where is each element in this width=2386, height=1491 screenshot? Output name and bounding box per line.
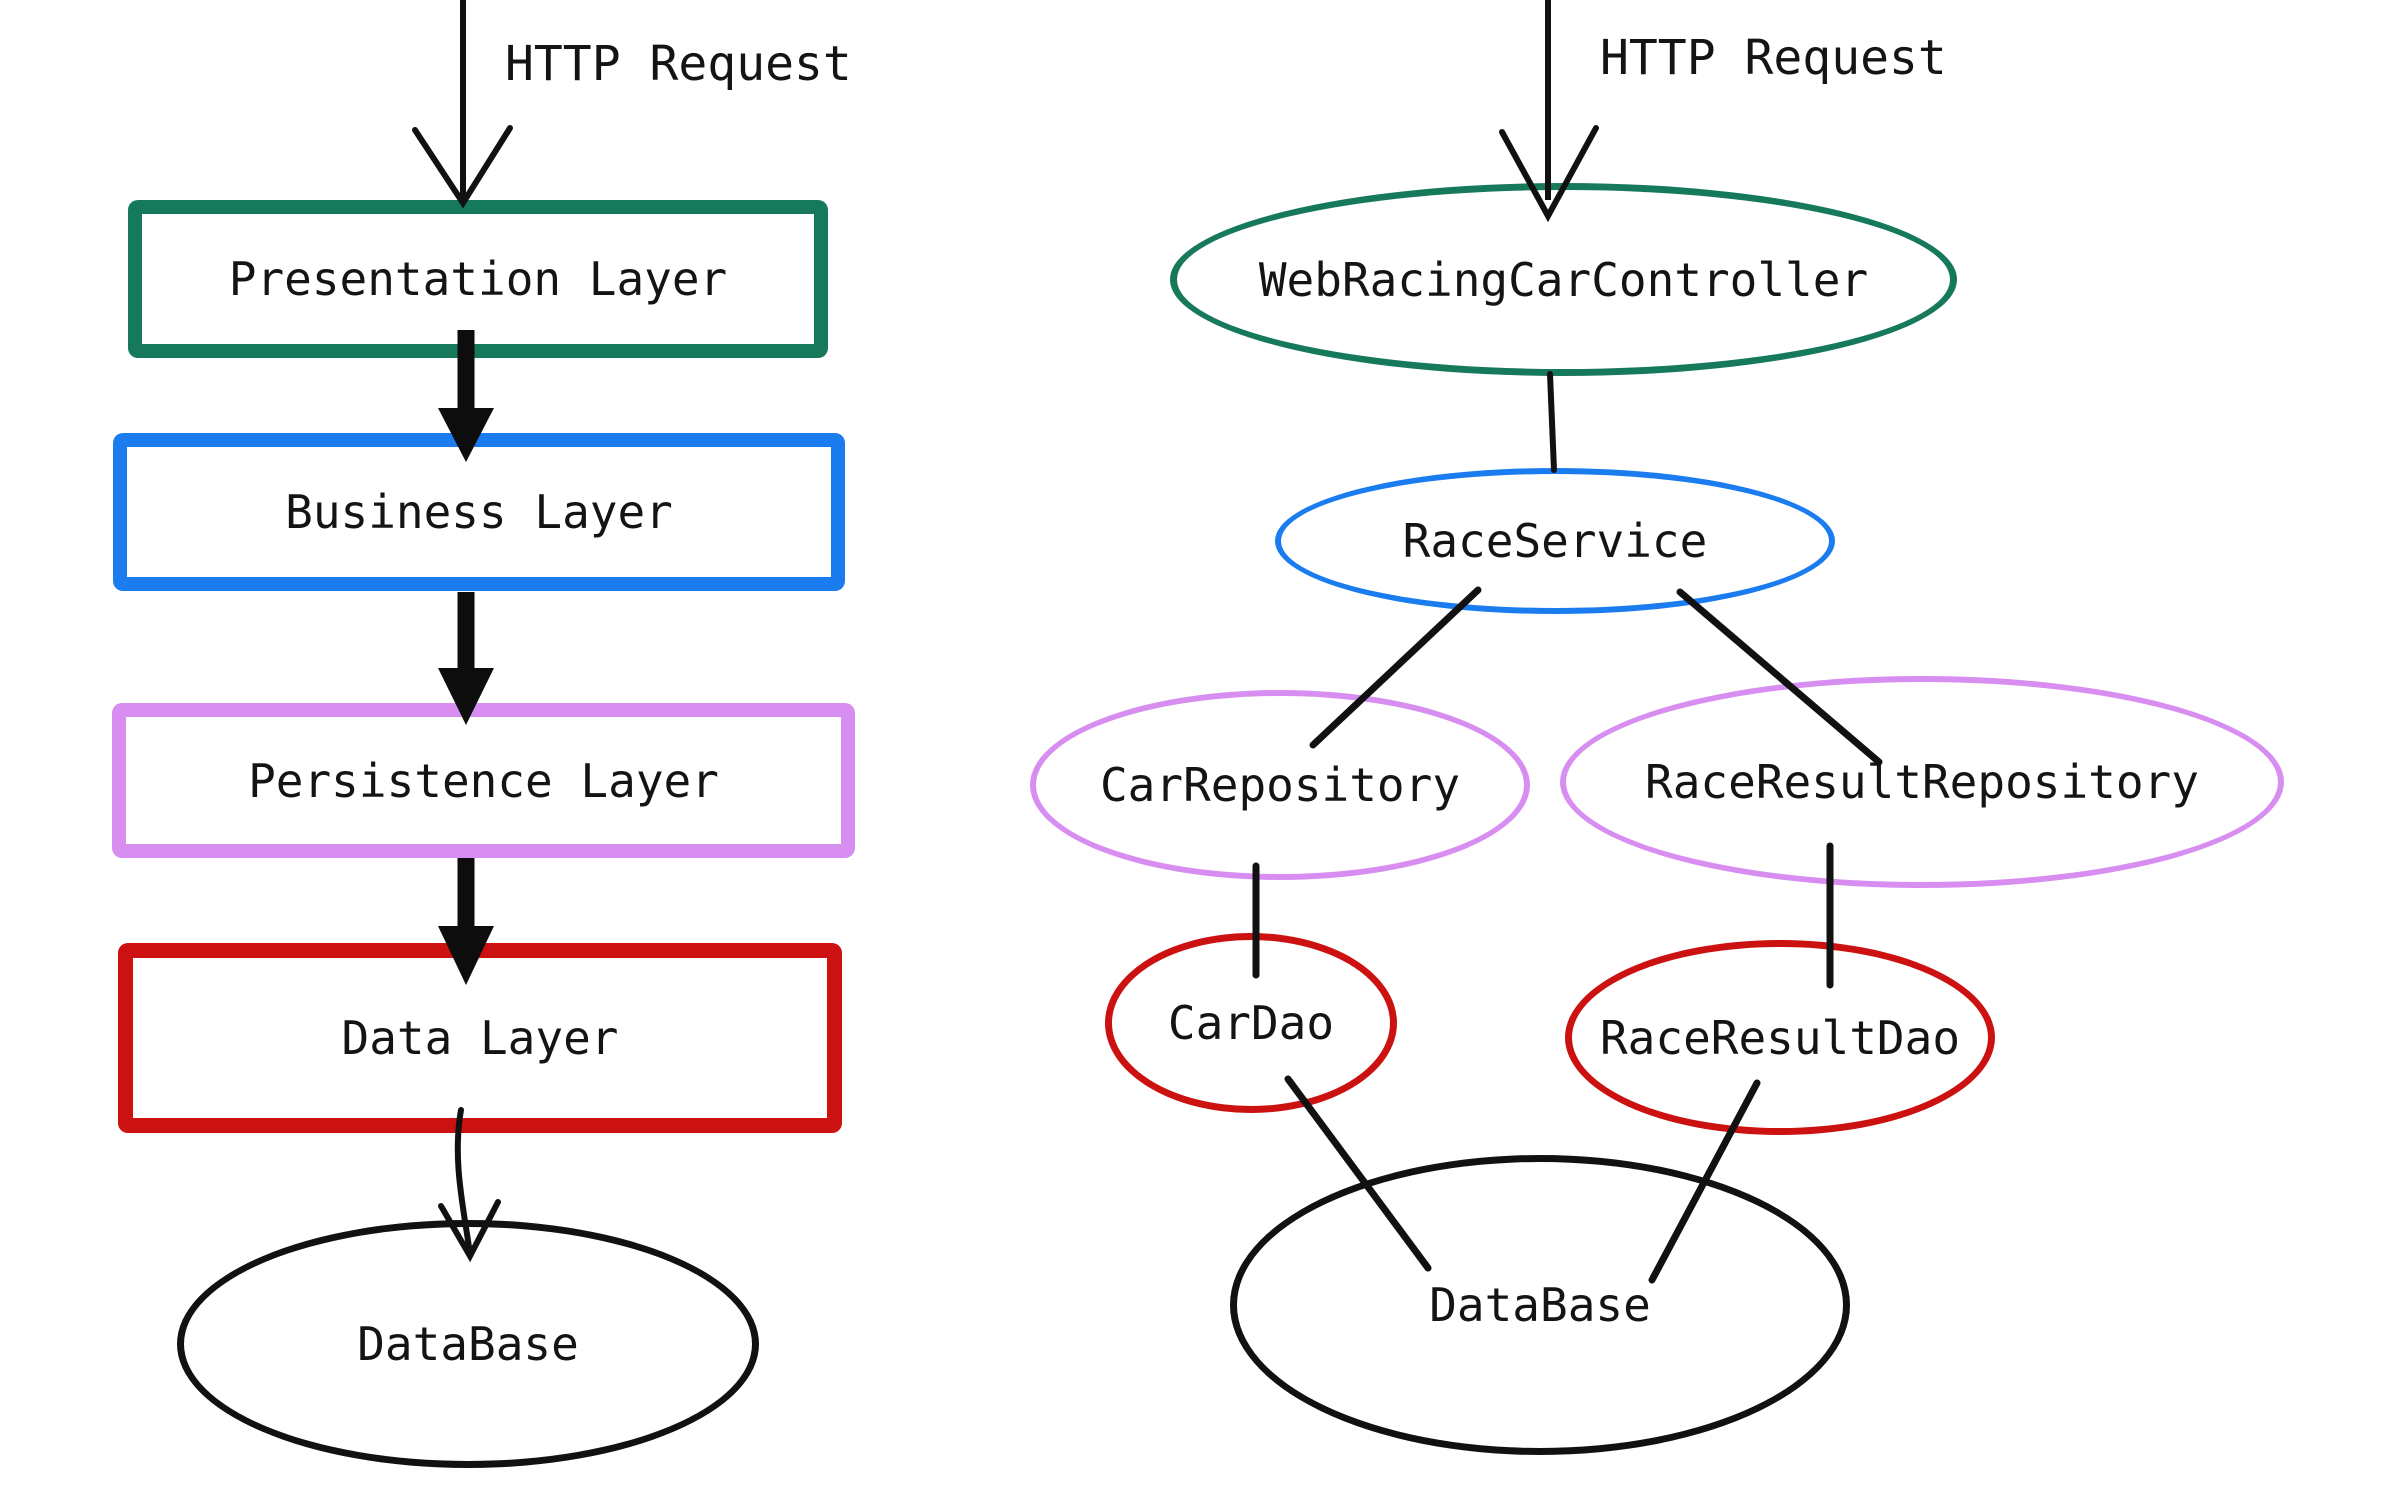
database-ellipse-left: DataBase <box>177 1220 759 1468</box>
web-racing-car-controller-label: WebRacingCarController <box>1258 252 1869 307</box>
car-repository-label: CarRepository <box>1099 758 1461 812</box>
web-racing-car-controller-ellipse: WebRacingCarController <box>1170 183 1957 376</box>
business-layer-box: Business Layer <box>113 433 845 591</box>
database-label-right: DataBase <box>1429 1278 1651 1332</box>
car-dao-label: CarDao <box>1167 996 1335 1050</box>
race-result-dao-label: RaceResultDao <box>1599 1010 1961 1065</box>
database-ellipse-right: DataBase <box>1230 1155 1850 1455</box>
http-request-label-left: HTTP Request <box>505 36 852 92</box>
database-label-left: DataBase <box>357 1317 579 1371</box>
data-layer-box: Data Layer <box>118 943 842 1133</box>
race-result-repository-label: RaceResultRepository <box>1645 755 2199 809</box>
http-request-arrowhead-left <box>412 125 513 209</box>
race-service-ellipse: RaceService <box>1275 468 1835 614</box>
persistence-layer-box: Persistence Layer <box>112 703 855 858</box>
race-result-dao-ellipse: RaceResultDao <box>1565 940 1995 1135</box>
race-service-label: RaceService <box>1402 514 1708 568</box>
car-repository-ellipse: CarRepository <box>1030 690 1530 880</box>
presentation-layer-box: Presentation Layer <box>128 200 828 358</box>
presentation-layer-label: Presentation Layer <box>228 252 728 306</box>
car-dao-ellipse: CarDao <box>1105 933 1397 1113</box>
persistence-layer-label: Persistence Layer <box>248 753 719 808</box>
business-layer-label: Business Layer <box>285 485 673 539</box>
http-request-label-right: HTTP Request <box>1600 30 1947 86</box>
line-controller-to-raceservice <box>1547 371 1557 473</box>
data-layer-label: Data Layer <box>341 1011 619 1065</box>
race-result-repository-ellipse: RaceResultRepository <box>1560 676 2284 888</box>
